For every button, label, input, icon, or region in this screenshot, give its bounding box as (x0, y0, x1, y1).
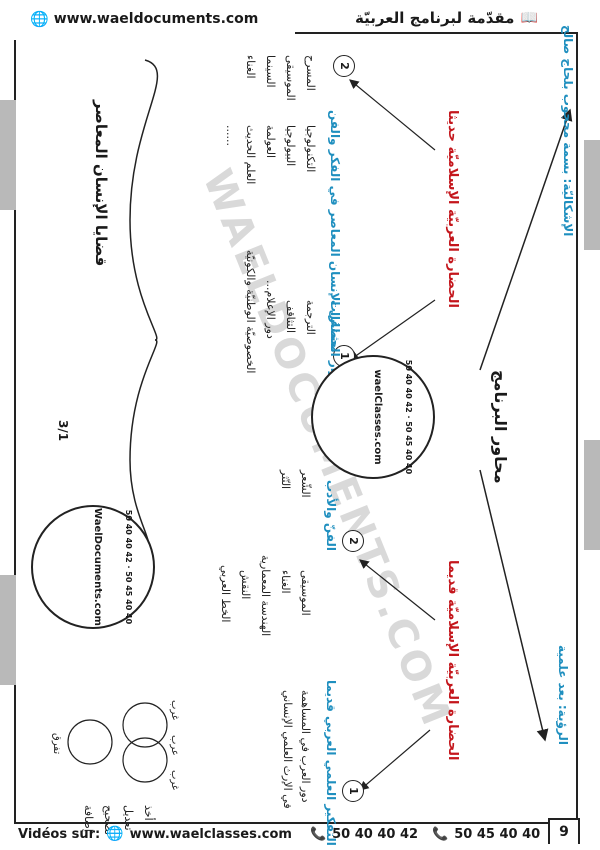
footer: Vidéos sur: 🌐 www.waelclasses.com 📞 50 4… (18, 826, 540, 842)
stamp-bottom-phone: 50 40 40 42 · 50 45 40 40 (124, 509, 133, 625)
frame-left (14, 40, 16, 822)
modern-sub1-item: التثاقف (284, 300, 297, 334)
arrow-modern-1 (349, 79, 436, 151)
brace-shape (129, 59, 159, 556)
modern-sub2-item-a: العولمة (264, 125, 277, 159)
venn-circle-bottom (67, 719, 113, 765)
modern-sub1-item: الترجمة (304, 300, 317, 335)
center-title: محاور البرنامج (491, 370, 510, 484)
venn-word: عرب (169, 735, 180, 756)
science-dimension: الرؤية: بعد علمية (556, 645, 570, 746)
modern-sub2-item-a: التكنولوجيا (304, 125, 317, 173)
fraction-label: 3/1 (56, 420, 70, 442)
modern-sub2-item-a: البيولوجيا (284, 125, 297, 167)
modern-sub2-item-b: السينما (264, 55, 277, 88)
modern-sub2-item-b: الغناء (244, 55, 257, 79)
frame-bottom (14, 822, 576, 824)
classic-sub2-number: 2 (342, 530, 364, 552)
gray-tab-left-1 (0, 100, 16, 210)
modern-sub2-item-b: الموسيقى (284, 55, 297, 101)
arrow-to-modern (479, 108, 573, 371)
modern-sub1-item: دور الإعلام... (264, 280, 277, 339)
venn-word: غرب (169, 700, 180, 721)
classic-sub2-item-b: النّثر (279, 470, 292, 490)
phone-icon: 📞 (309, 826, 327, 842)
branch-classic-title: الحضارة العربيّة الإسلاميّة قديما (445, 560, 460, 761)
header-site-text: www.waeldocuments.com (53, 11, 259, 27)
modern-sub2-number: 2 (333, 55, 355, 77)
arrow-classic-2 (359, 559, 436, 621)
stamp-bottom: WaelDocuments.com 50 40 40 42 · 50 45 40… (31, 505, 155, 629)
modern-sub1-item: الخصوصيّة الوطنيّة والكونيّة (244, 250, 257, 374)
page-number: 9 (548, 818, 580, 844)
classic-sub2-item-a: الخط العربي (219, 565, 232, 623)
footer-phone-2[interactable]: 50 45 40 40 (454, 826, 541, 842)
venn-circle-right (122, 737, 168, 783)
header-title-text: مقدّمة لبرنامج العربيّة (355, 9, 515, 27)
book-icon: 📖 (520, 10, 538, 26)
classic-sub1-item: في الإرث العلمي الإنساني (281, 690, 294, 809)
phone-icon: 📞 (432, 826, 449, 842)
classic-sub2-item-b: الشّعر (299, 470, 312, 498)
header-title: 📖 مقدّمة لبرنامج العربيّة (355, 9, 538, 27)
guiding-question: الإشكاليّة: بسمة محجوب بلحاج صالح (561, 25, 575, 237)
classic-sub1-item: دور العرب في المساهمة (299, 690, 312, 803)
modern-sub2-item-b: المسرح (304, 55, 317, 91)
arrow-to-classic (479, 469, 549, 742)
classic-sub2-item-a: النقش (239, 570, 252, 600)
stamp-bottom-text: WaelDocuments.com (92, 508, 103, 626)
stamp-top-text: waelClasses.com (372, 369, 383, 465)
classic-sub2-item-a: الغناء (279, 570, 292, 594)
gray-tab-right-1 (584, 140, 600, 250)
classic-sub2-item-a: الموسيقى (299, 570, 312, 616)
contemporary-issues-note: قضايا الإنسان المعاصر (92, 100, 110, 267)
branch-modern-title: الحضارة العربيّة الإسلاميّة حديثا (445, 110, 460, 308)
venn-word: تفرق (51, 733, 62, 755)
footer-label: Vidéos sur: (18, 826, 101, 842)
classic-sub2-title: الفنّ والأدب (324, 480, 338, 551)
header-site[interactable]: 🌐 www.waeldocuments.com (30, 10, 258, 28)
stamp-top: waelClasses.com 50 40 40 42 · 50 45 40 4… (311, 355, 435, 479)
arrow-classic-1 (359, 729, 431, 791)
classic-label: أخذ (142, 805, 155, 821)
globe-icon: 🌐 (106, 826, 124, 842)
gray-tab-left-2 (0, 575, 16, 685)
classic-sub2-item-a: الهندسة المعمارية (259, 555, 272, 637)
globe-icon: 🌐 (30, 10, 49, 28)
footer-phone-1[interactable]: 50 40 40 42 (332, 826, 419, 842)
modern-sub2-item-a: العلم الحديث (244, 125, 257, 185)
stamp-top-phone: 50 40 40 42 · 50 45 40 40 (404, 359, 413, 475)
classic-sub1-title: التفكير العلمي العربي قديما (324, 680, 338, 846)
frame-right (576, 32, 578, 822)
modern-sub2-item-a: ...... (224, 125, 237, 146)
frame-top (295, 32, 576, 34)
gray-tab-right-2 (584, 440, 600, 550)
arrow-modern-2 (349, 299, 436, 361)
venn-word: غرب (169, 770, 180, 791)
venn-circle-left (122, 702, 168, 748)
footer-site[interactable]: www.waelclasses.com (129, 826, 292, 842)
classic-sub1-number: 1 (342, 780, 364, 802)
